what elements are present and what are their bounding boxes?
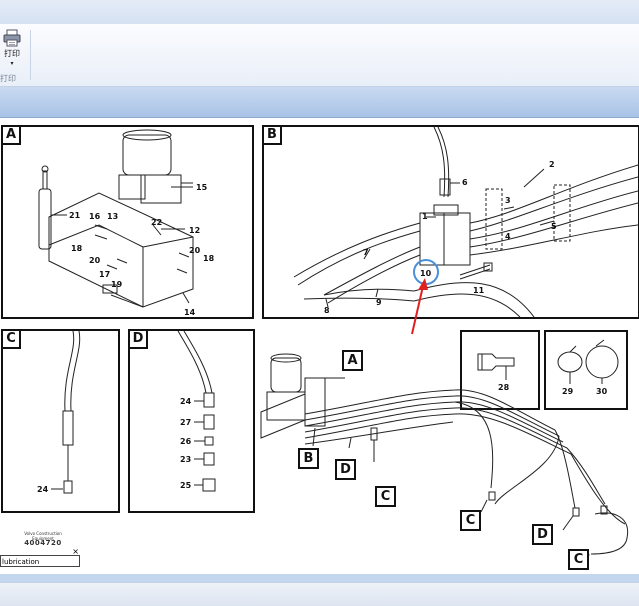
part-number: 20 [189, 246, 201, 255]
callout-d: D [335, 459, 356, 480]
volvo-logo: Volvo Construction Equipment 4004720 [6, 531, 80, 547]
panel-part-28-drawing: 28 [477, 353, 515, 392]
panel-b-drawing: 6 2 3 1 4 5 7 10 11 8 9 [293, 127, 638, 317]
logo-line-1: Volvo Construction [24, 531, 62, 536]
part-number: 29 [562, 387, 574, 396]
part-number: 26 [180, 437, 192, 446]
print-group-label: 打印 [0, 74, 16, 83]
red-arrow-icon [411, 278, 428, 335]
overview-assembly-drawing [260, 353, 629, 565]
part-number: 25 [180, 481, 192, 490]
panel-a-label: A [3, 127, 21, 145]
dropdown-arrow-icon[interactable]: ▾ [10, 60, 14, 67]
ribbon-group-separator [30, 30, 31, 80]
horizontal-scroll-band [0, 574, 639, 582]
part-number: 17 [99, 270, 110, 279]
window-title-bar [0, 0, 639, 25]
logo-line-2: Equipment [32, 536, 54, 541]
panel-a: A [1, 125, 254, 319]
panel-d-drawing: 24 27 26 23 25 [177, 331, 216, 492]
panel-part-29-30-drawing: 29 30 [557, 339, 619, 396]
panel-b: B [262, 125, 639, 319]
part-number: 24 [37, 485, 49, 494]
part-number: 20 [89, 256, 101, 265]
panel-part-28: 28 [460, 330, 540, 410]
part-number: 28 [498, 383, 510, 392]
part-number: 16 [89, 212, 101, 221]
logo-number: 4004720 [24, 539, 62, 547]
part-number: 24 [180, 397, 192, 406]
part-number: 7 [363, 248, 369, 257]
part-number: 9 [376, 298, 382, 307]
part-number: 22 [151, 218, 162, 227]
part-number: 6 [462, 178, 468, 187]
part-number: 30 [596, 387, 608, 396]
panel-c-label: C [3, 331, 21, 349]
status-bar [0, 582, 639, 606]
panel-part-29-30: 29 30 [544, 330, 628, 410]
part-number: 14 [184, 308, 196, 317]
part-number: 3 [505, 196, 511, 205]
panel-d-label: D [130, 331, 148, 349]
close-icon[interactable]: × [72, 547, 79, 556]
tooltip-text: lubrication [2, 558, 40, 566]
part-number: 23 [180, 455, 191, 464]
document-header-band [0, 87, 639, 118]
panel-b-label: B [264, 127, 282, 145]
part-number: 1 [422, 212, 428, 221]
panel-c-drawing: 24 [37, 331, 81, 494]
part-number: 12 [189, 226, 200, 235]
part-number: 5 [551, 222, 557, 231]
tooltip-lubrication: lubrication × [0, 548, 80, 567]
part-number: 27 [180, 418, 191, 427]
callout-c: C [460, 510, 481, 531]
part-number: 15 [196, 183, 208, 192]
callout-c: C [375, 486, 396, 507]
ribbon-toolbar: 打印 ▾ 打印 [0, 24, 639, 87]
part-number: 19 [111, 280, 123, 289]
callout-b: B [298, 448, 319, 469]
part-number: 4 [505, 232, 511, 241]
callout-c: C [568, 549, 589, 570]
callout-a: A [342, 350, 363, 371]
callout-d: D [532, 524, 553, 545]
diagram-canvas: A [0, 118, 639, 574]
part-number: 2 [549, 160, 555, 169]
panel-a-drawing: 15 21 16 13 22 12 18 20 18 20 17 19 14 [38, 129, 215, 317]
panel-c: C 24 [1, 329, 120, 513]
printer-icon [3, 29, 21, 47]
part-number: 18 [203, 254, 215, 263]
print-button[interactable]: 打印 ▾ [0, 28, 24, 72]
part-number: 18 [71, 244, 83, 253]
part-number: 13 [107, 212, 118, 221]
part-number: 21 [69, 211, 81, 220]
panel-d: D 24 27 26 23 25 [128, 329, 255, 513]
print-button-label: 打印 [4, 49, 20, 58]
part-number: 11 [473, 286, 485, 295]
part-number: 10 [420, 269, 432, 278]
part-number: 8 [324, 306, 330, 315]
